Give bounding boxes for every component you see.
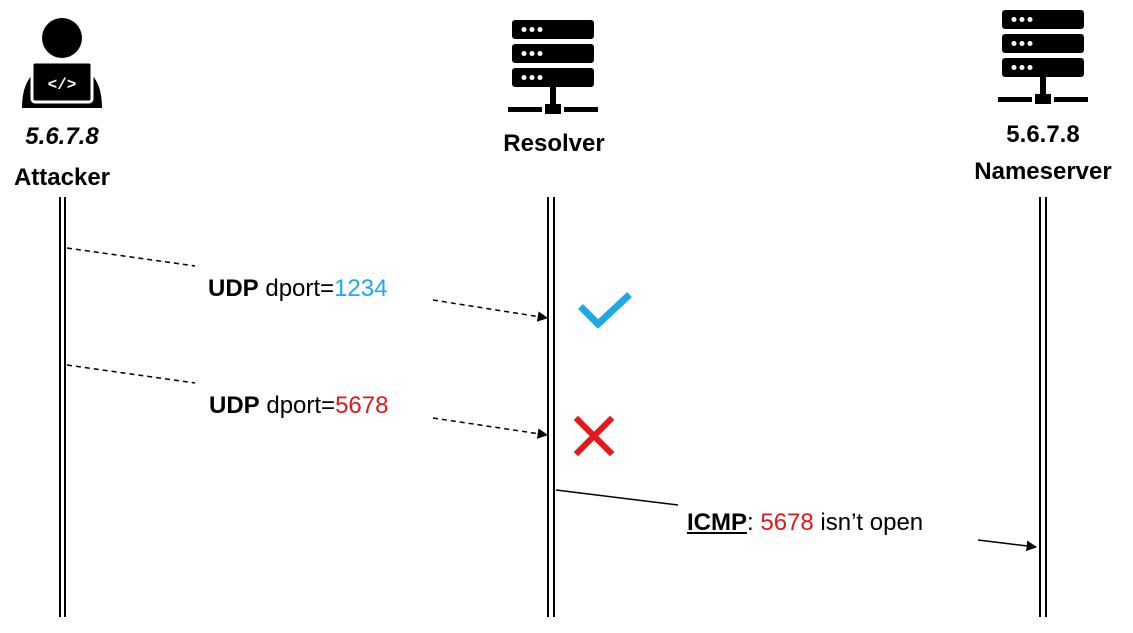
icmp-protocol-label: ICMP (687, 509, 747, 536)
nameserver-ip: 5.6.7.8 (1006, 121, 1080, 148)
udp-message-2-label: UDP dport=5678 (209, 391, 388, 421)
icmp-port-value: 5678 (760, 509, 814, 536)
check-icon (578, 292, 632, 329)
udp-message-1-label: UDP dport=1234 (208, 274, 387, 304)
hacker-laptop-icon: </> (22, 18, 102, 108)
attacker-label: Attacker (13, 164, 111, 191)
port-value: 5678 (335, 392, 389, 419)
nameserver-lifeline (1039, 197, 1047, 617)
resolver-lifeline (547, 197, 555, 617)
server-icon (508, 20, 598, 114)
svg-text:</>: </> (48, 76, 77, 94)
icmp-message-arrow (555, 489, 1038, 552)
icmp-separator: : (747, 509, 761, 536)
field-label: dport= (259, 392, 336, 419)
icmp-message-label: ICMP: 5678 isn’t open (687, 508, 923, 538)
udp-message-2-arrow (66, 364, 549, 439)
field-label: dport= (258, 275, 335, 302)
protocol-label: UDP (208, 275, 259, 302)
icmp-status-text: isn’t open (813, 509, 924, 536)
attacker-lifeline (59, 197, 66, 617)
server-icon (998, 10, 1088, 104)
cross-icon (573, 415, 615, 457)
udp-message-1-arrow (66, 247, 549, 322)
protocol-label: UDP (209, 392, 260, 419)
port-value: 1234 (334, 275, 388, 302)
nameserver-label: Nameserver (974, 158, 1112, 185)
attacker-ip: 5.6.7.8 (25, 123, 99, 150)
resolver-label: Resolver (503, 130, 605, 157)
